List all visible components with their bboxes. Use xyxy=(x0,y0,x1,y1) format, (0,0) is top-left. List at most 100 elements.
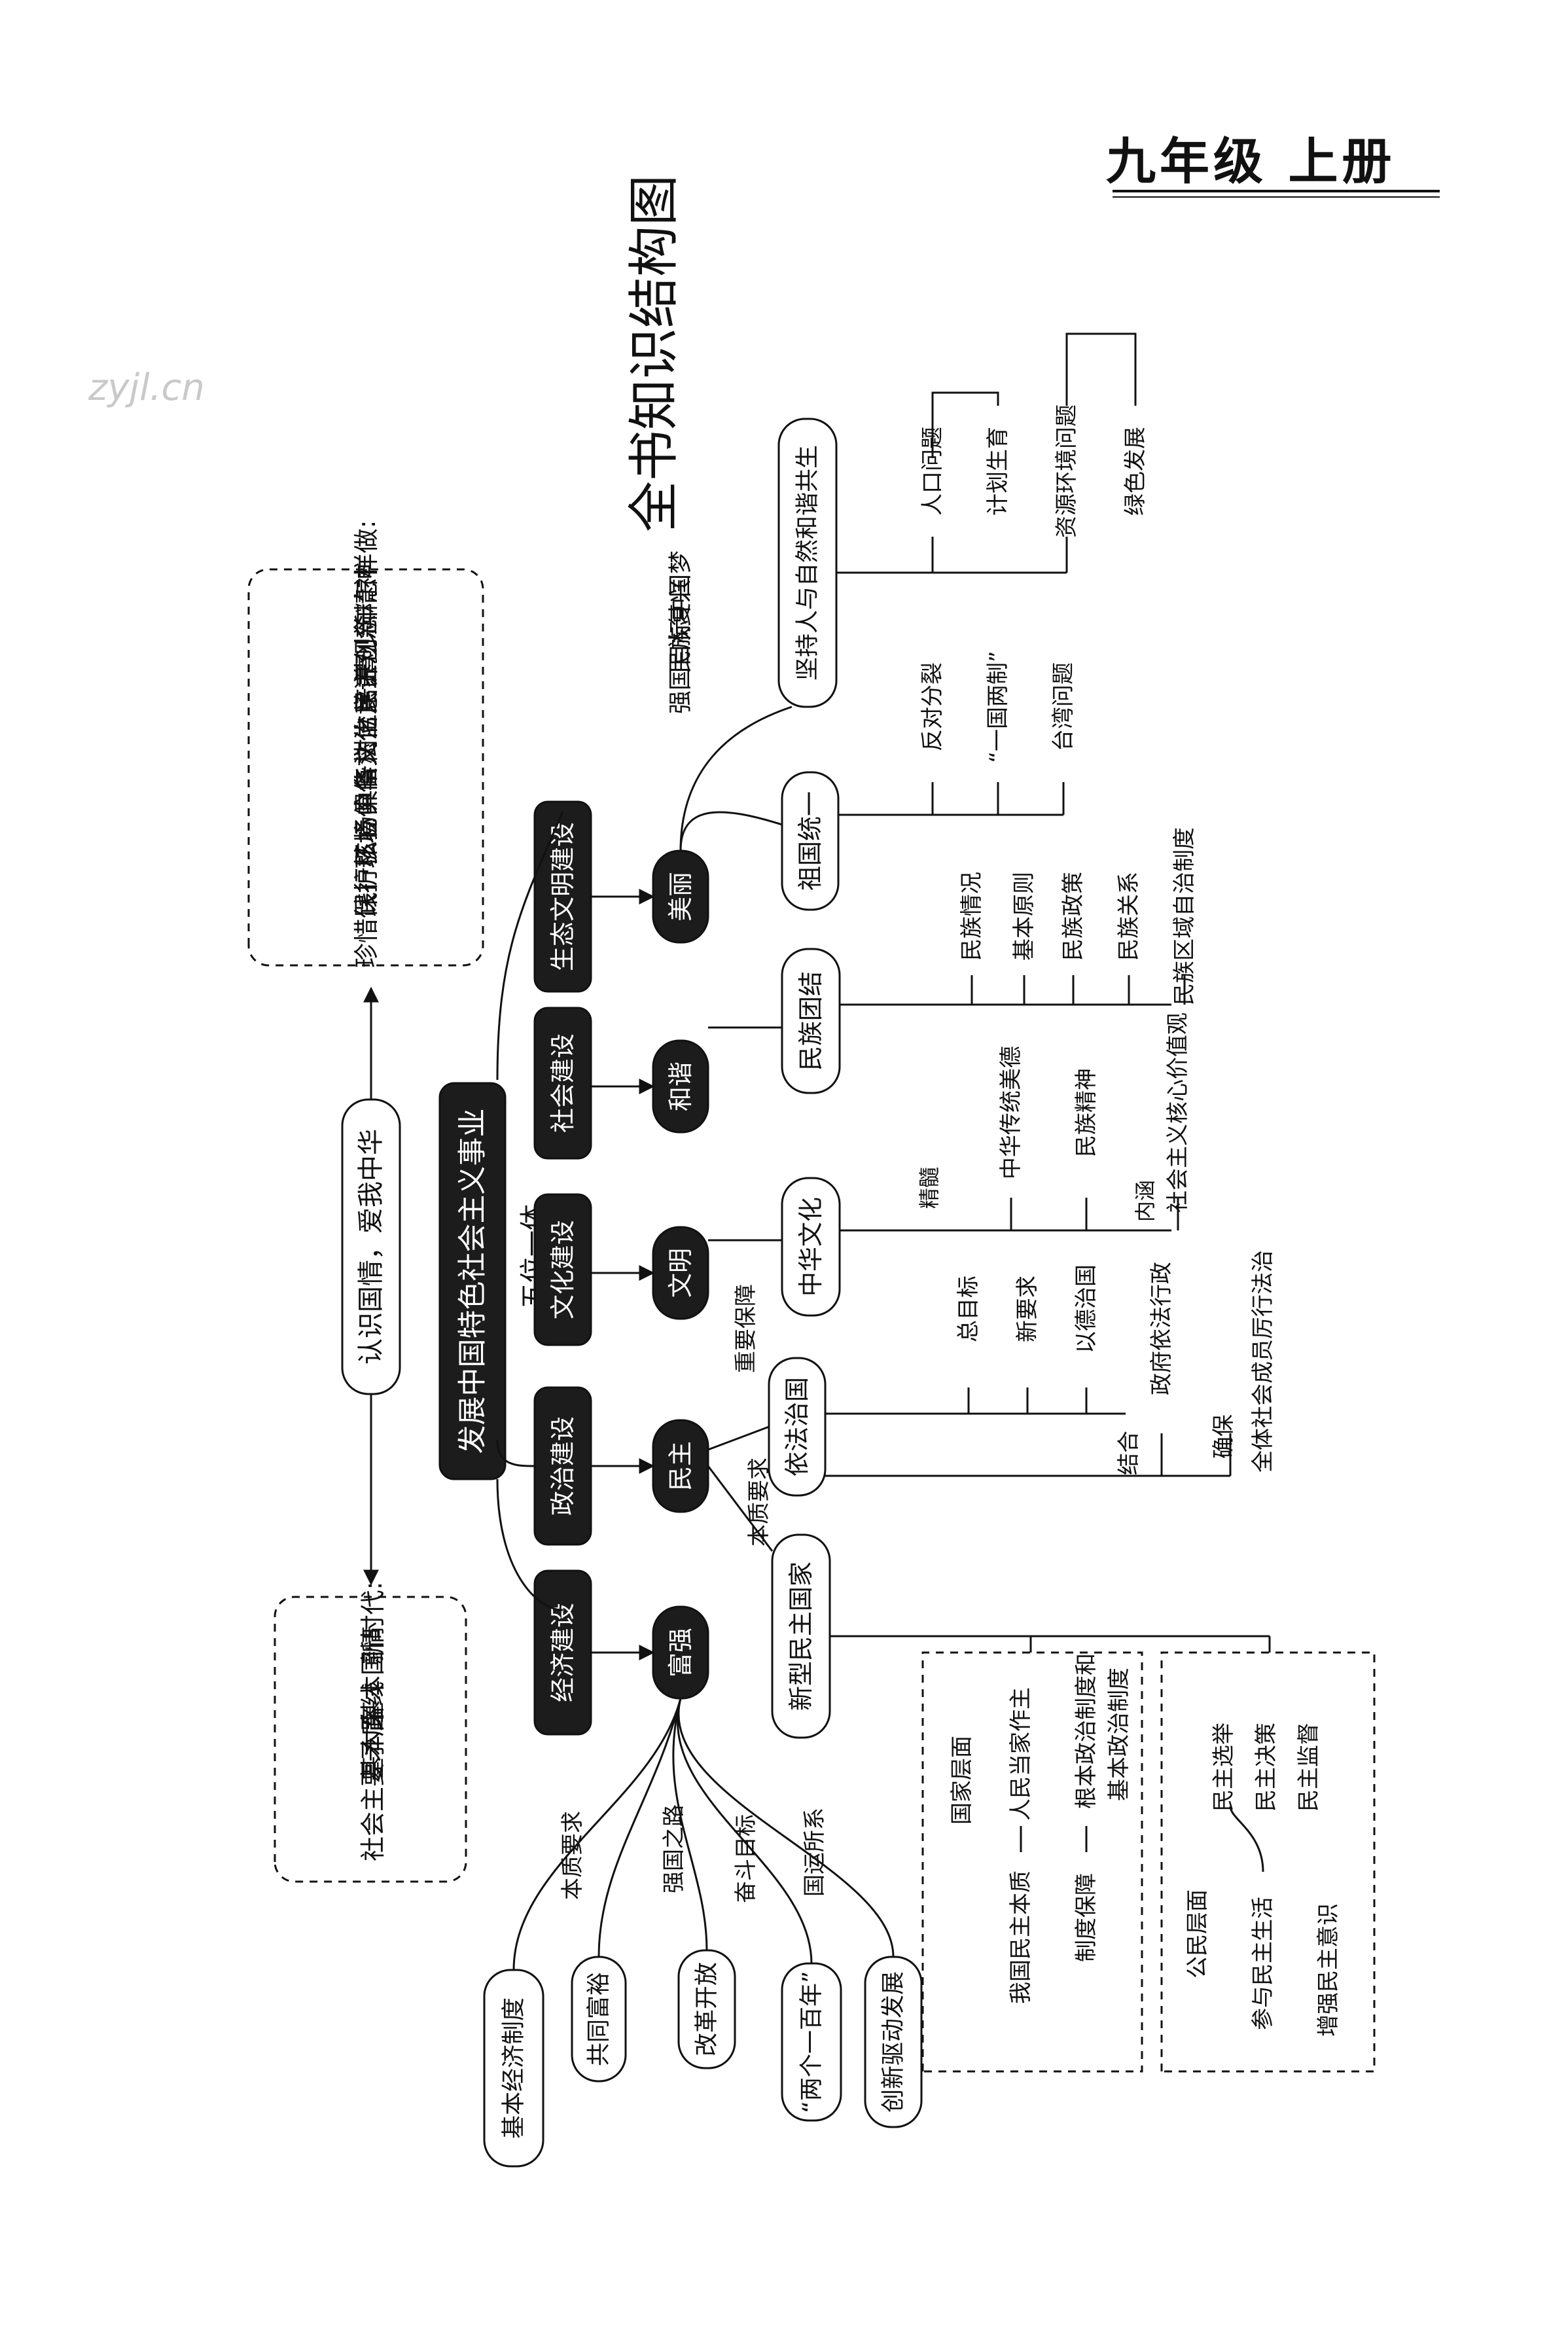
culture-item: 社会主义核心价值观 xyxy=(1165,1012,1191,1213)
watermark: zyjl.cn xyxy=(88,367,205,409)
economy-leaf-2-label: 改革开放 xyxy=(694,1962,721,2056)
header-rule-thin xyxy=(1113,196,1440,198)
harmony-item: 民族区域自治制度 xyxy=(1171,827,1198,1005)
economy-edge xyxy=(597,1698,682,1958)
citizen-item: 民主监督 xyxy=(1296,1723,1322,1812)
construction-3-box xyxy=(533,1007,592,1160)
economy-edge-label: 奋斗目标 xyxy=(733,1814,759,1903)
harmony-item: 民族情况 xyxy=(959,872,985,961)
construction-0-label: 经济建设 xyxy=(548,1603,577,1702)
unify-item: 反对分裂 xyxy=(919,662,946,751)
youth-item: 弘扬中华文化 xyxy=(352,717,381,866)
culture-item: 中华传统美德 xyxy=(998,1046,1024,1179)
economy-edge-label: 国运所系 xyxy=(802,1808,828,1897)
economy-edge-label: 本质要求 xyxy=(560,1811,586,1900)
economy-edge xyxy=(672,1698,708,1951)
goal-0-label: 富强 xyxy=(666,1628,695,1677)
unity-node-box xyxy=(781,948,841,1094)
goal-2-label: 文明 xyxy=(666,1248,695,1298)
national-row1a: 我国民主本质 xyxy=(1008,1870,1034,2004)
harmony-item: 民族关系 xyxy=(1116,872,1142,961)
combine-label: 结合 xyxy=(1116,1431,1142,1475)
rule-of-law-node-label: 依法治国 xyxy=(783,1377,811,1476)
unity-node-label: 民族团结 xyxy=(796,971,825,1071)
democracy-edge-guarantee xyxy=(707,1425,770,1451)
nature-node-box xyxy=(777,418,838,708)
economy-edge xyxy=(512,1698,682,1971)
new-era-heading: 新时代: xyxy=(359,1582,387,1665)
nature-item: 绿色发展 xyxy=(1122,427,1149,516)
construction-2-box xyxy=(533,1193,592,1346)
national-row2b-cont: 基本政治制度 xyxy=(1106,1668,1132,1801)
center-curve-econ xyxy=(496,1478,563,1611)
goal-1-label: 民主 xyxy=(666,1441,695,1491)
new-era-item: 基本国情 xyxy=(359,1626,387,1725)
goal-3-label: 和谐 xyxy=(666,1062,695,1111)
dream-label: 强国目标 xyxy=(668,620,694,714)
dream-label: 民族复兴 xyxy=(668,579,694,673)
beauty-edge-nature xyxy=(679,706,793,851)
construction-1-label: 政治建设 xyxy=(548,1416,577,1516)
nature-item: 资源环境问题 xyxy=(1054,404,1080,538)
youth-item: 践行核心价值 xyxy=(352,768,381,917)
democracy-edge-essence xyxy=(707,1465,774,1552)
know-country-node-label: 认识国情，爱我中华 xyxy=(356,1129,386,1365)
youth-heading: 青少年怎样做: xyxy=(352,520,381,678)
header-rule xyxy=(1113,190,1440,192)
culture-node-label: 中华文化 xyxy=(796,1197,825,1297)
rule-law-item: 新要求 xyxy=(1014,1276,1041,1342)
harmony-item: 基本原则 xyxy=(1011,872,1037,961)
unify-item: 台湾问题 xyxy=(1050,662,1077,751)
harmony-item: 民族政策 xyxy=(1060,872,1086,961)
beauty-edge-unify xyxy=(679,811,783,851)
center-curve-ecology xyxy=(496,811,564,1081)
unify-node-label: 祖国统一 xyxy=(796,791,825,891)
economy-leaf-1-label: 共同富裕 xyxy=(586,1972,613,2066)
youth-item: 珍惜保护环境 xyxy=(352,819,381,968)
economy-leaf-4-label: 创新驱动发展 xyxy=(880,1971,907,2113)
citizen-box xyxy=(1160,1651,1376,2073)
culture-node-box xyxy=(781,1177,841,1317)
ensure-label: 确保 xyxy=(1211,1414,1237,1459)
democracy-edge-label: 重要保障 xyxy=(733,1284,759,1373)
nature-bracket-2 xyxy=(1065,332,1137,406)
construction-2-label: 文化建设 xyxy=(548,1220,577,1319)
national-row1b: 人民当家作主 xyxy=(1008,1687,1034,1821)
construction-3-label: 社会建设 xyxy=(548,1033,577,1133)
nature-node-label: 坚持人与自然和谐共生 xyxy=(794,445,821,681)
ensure-item: 全体社会成员厉行法治 xyxy=(1250,1250,1276,1473)
national-heading: 国家层面 xyxy=(949,1736,975,1825)
center-node-box xyxy=(438,1082,507,1480)
new-democracy-node-label: 新型民主国家 xyxy=(787,1562,815,1711)
goal-3-box xyxy=(652,1039,709,1134)
new-era-item: 社会主要矛盾 xyxy=(359,1712,387,1861)
ensure-item: 政府依法行政 xyxy=(1149,1262,1175,1395)
economy-edge-label: 强国之路 xyxy=(661,1804,687,1893)
new-era-box xyxy=(274,1596,467,1883)
culture-connotation: 内涵 xyxy=(1133,1180,1158,1222)
economy-leaf-3-label: “两个一百年” xyxy=(798,1971,825,2113)
goal-2-box xyxy=(652,1226,709,1320)
unify-node-box xyxy=(781,771,840,911)
national-row2a: 制度保障 xyxy=(1073,1873,1099,1962)
citizen-enhance: 增强民主意识 xyxy=(1315,1903,1342,2037)
youth-box xyxy=(247,568,484,967)
youth-item: 具备法治意识 xyxy=(352,666,381,815)
citizen-item: 民主决策 xyxy=(1253,1723,1279,1812)
page-title: 九年级 上册 xyxy=(1106,132,1396,190)
culture-essence: 精髓 xyxy=(917,1167,942,1209)
goal-4-label: 美丽 xyxy=(666,872,695,921)
nature-bracket-1 xyxy=(931,391,999,458)
new-era-item: 基本路线 xyxy=(359,1681,387,1781)
construction-4-label: 生态文明建设 xyxy=(548,822,577,971)
youth-item: 培养创新精神 xyxy=(352,564,381,713)
democracy-edge-label: 本质要求 xyxy=(746,1458,772,1547)
citizen-participate: 参与民主生活 xyxy=(1250,1897,1276,2030)
center-node-label: 发展中国特色社会主义事业 xyxy=(456,1109,490,1454)
culture-item: 民族精神 xyxy=(1073,1068,1099,1157)
unify-item: “一国两制” xyxy=(985,651,1011,762)
national-box xyxy=(921,1651,1143,2073)
rule-law-item: 总目标 xyxy=(955,1276,982,1342)
